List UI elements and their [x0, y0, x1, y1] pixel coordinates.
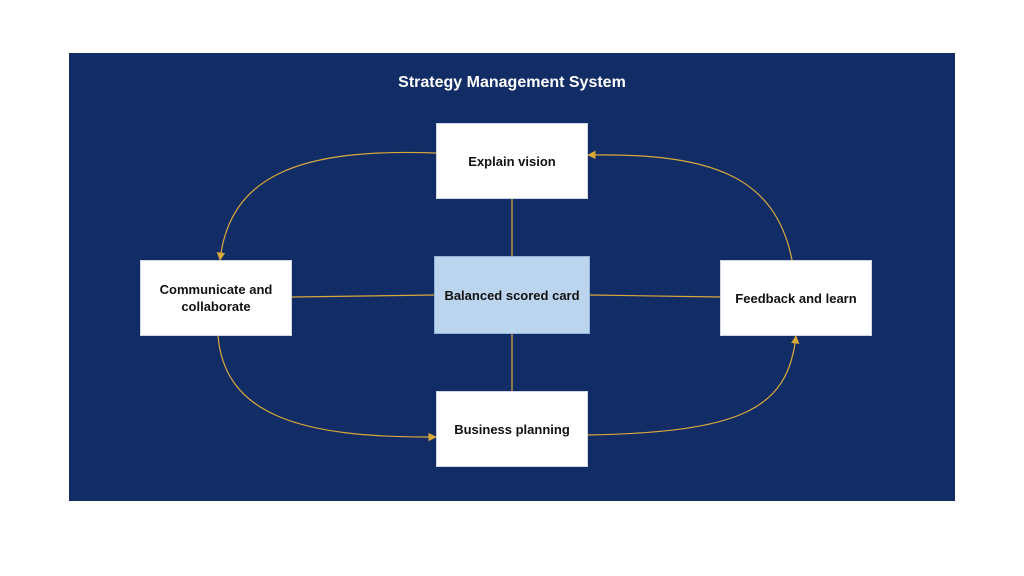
- node-communicate-and-collaborate: Communicate and collaborate: [140, 260, 292, 336]
- node-label: Business planning: [454, 421, 570, 437]
- node-feedback-and-learn: Feedback and learn: [720, 260, 872, 336]
- arrow-communicate-to-planning: [217, 335, 437, 442]
- connector-center-right: [589, 294, 721, 298]
- node-label: Communicate and collaborate: [159, 282, 273, 314]
- node-label: Explain vision: [468, 153, 556, 169]
- diagram-title: Strategy Management System: [398, 74, 626, 91]
- node-label: Balanced scored card: [444, 287, 580, 303]
- arrow-planning-to-feedback: [587, 335, 800, 436]
- node-explain-vision: Explain vision: [436, 123, 588, 199]
- node-label: Feedback and learn: [735, 290, 857, 306]
- connector-left-center: [291, 294, 435, 298]
- node-balanced-scored-card: Balanced scored card: [434, 256, 590, 334]
- arrow-feedback-to-vision: [587, 150, 793, 261]
- arrow-vision-to-communicate: [216, 151, 437, 261]
- node-business-planning: Business planning: [436, 391, 588, 467]
